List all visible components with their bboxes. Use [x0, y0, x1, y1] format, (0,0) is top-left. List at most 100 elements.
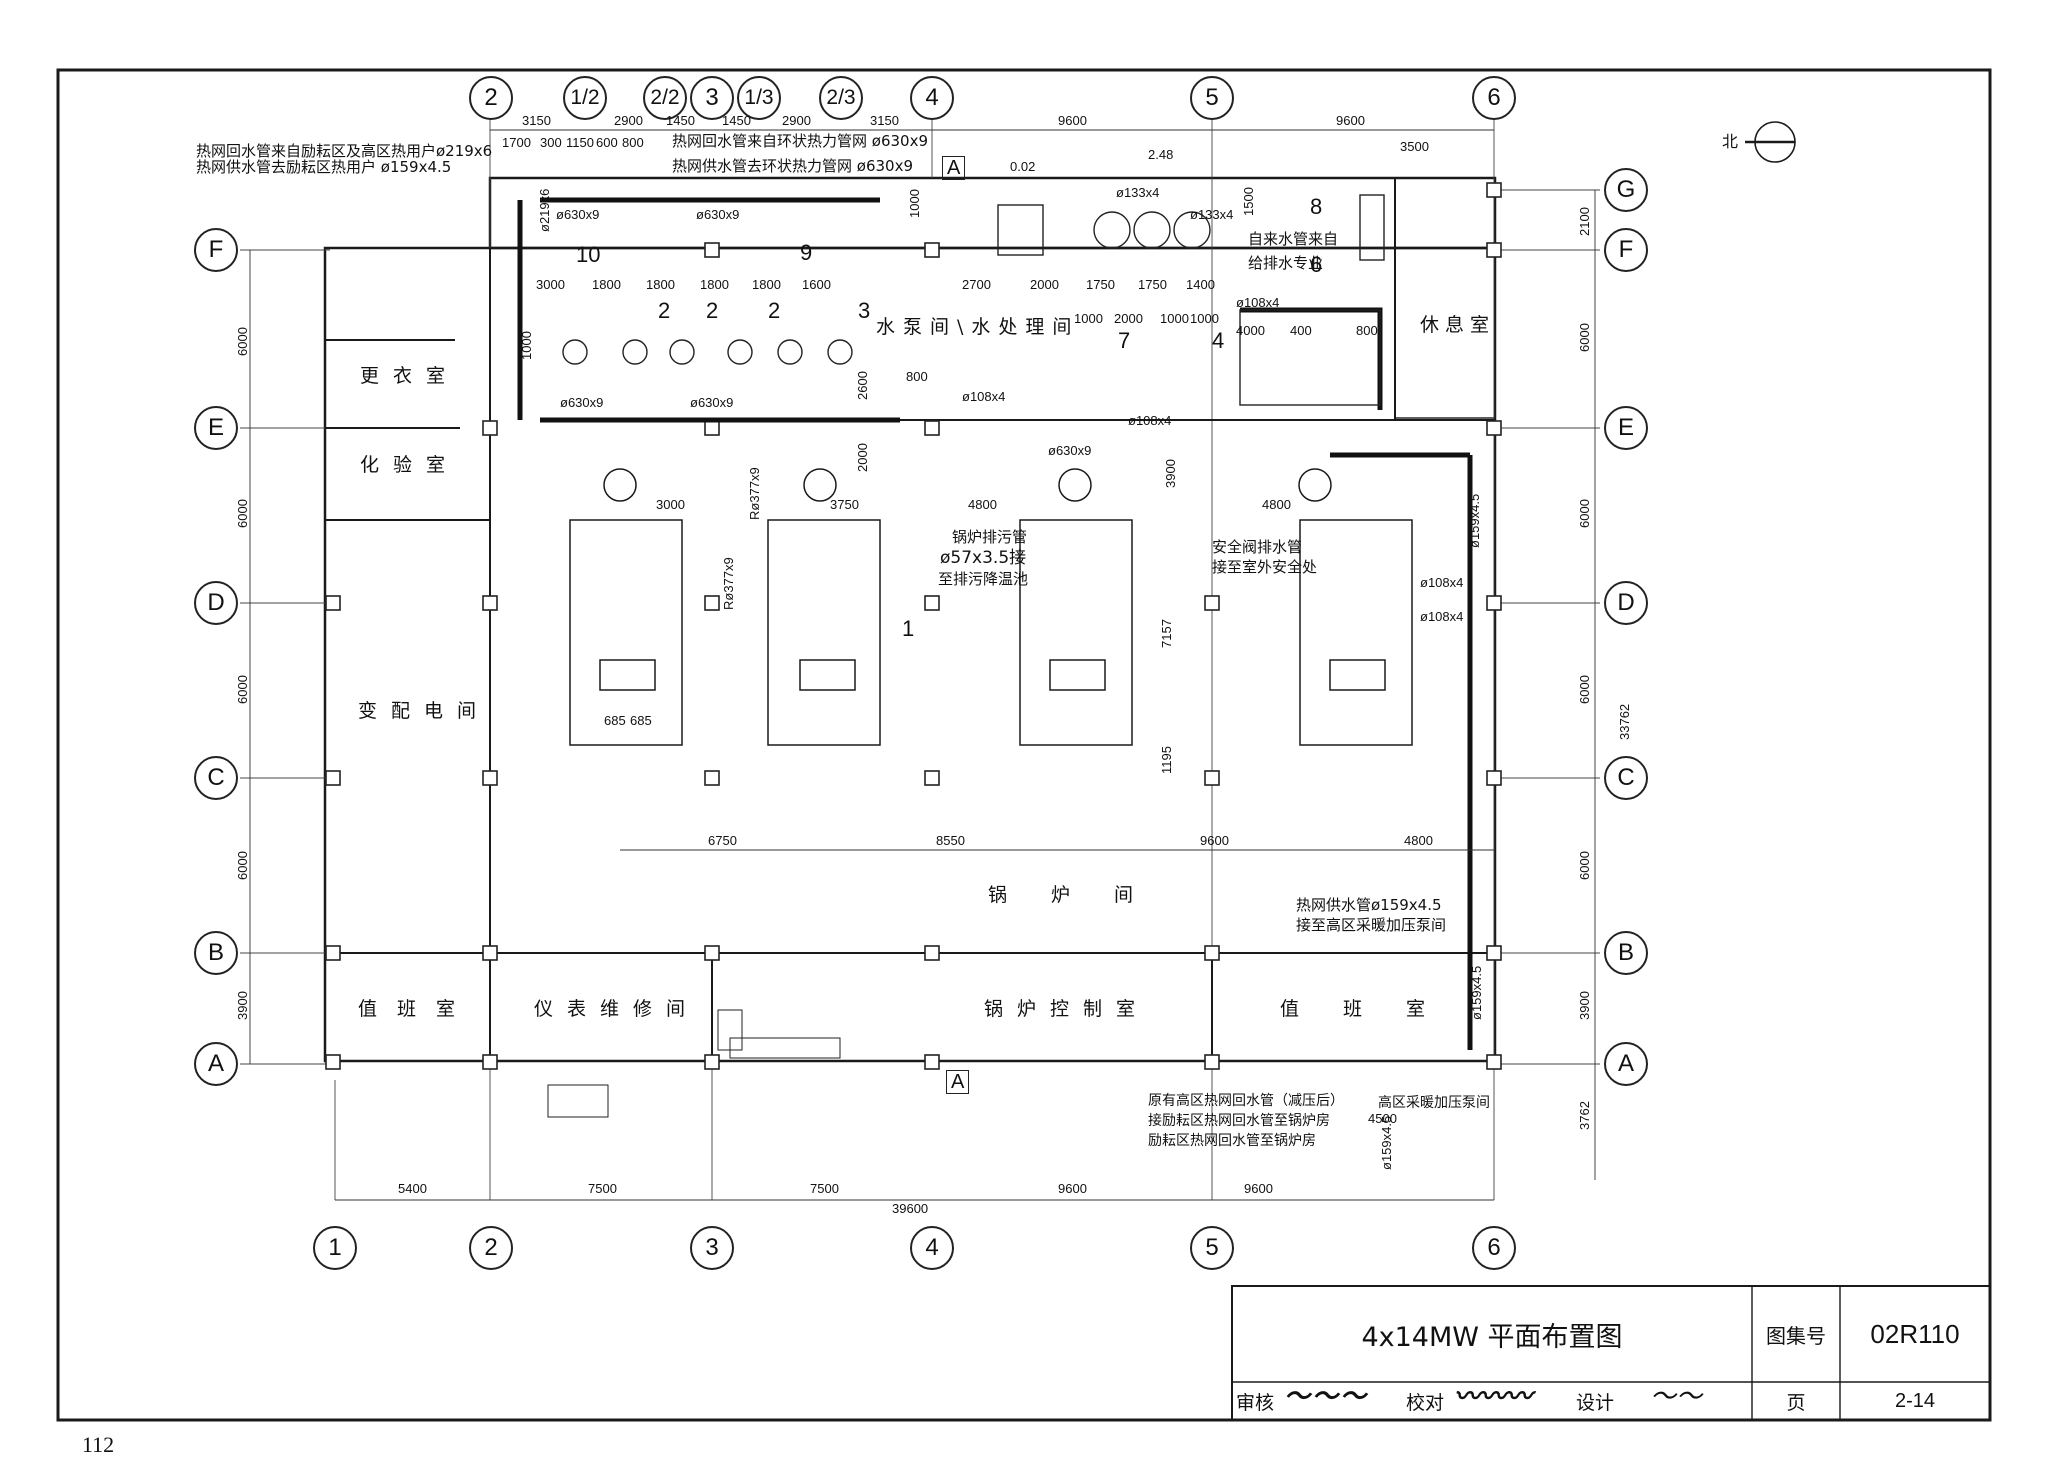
- pipe-label-108-b: ø108x4: [1236, 295, 1280, 310]
- dim-bottom: 9600: [1244, 1181, 1273, 1196]
- axis-col-bottom-1: 1: [313, 1226, 357, 1270]
- sheet-border: [56, 68, 1992, 1422]
- axis-col-top-2-2: 2/2: [643, 76, 687, 120]
- elevation-1: 0.02: [1010, 159, 1036, 174]
- dim-left: 6000: [235, 499, 250, 528]
- design-signature: 〜〜: [1650, 1382, 1703, 1412]
- pipe-label-133-a: ø133x4: [1116, 185, 1160, 200]
- dim-misc: 2600: [855, 371, 870, 400]
- axis-row-left-E: E: [194, 406, 238, 450]
- dim-misc: 1195: [1159, 746, 1174, 774]
- dim-top: 2900: [782, 113, 811, 128]
- note-safety-2: 接至室外安全处: [1212, 558, 1318, 576]
- dim-left: 3900: [235, 991, 250, 1020]
- dim-pump: 1800: [646, 277, 675, 292]
- axis-row-left-A: A: [194, 1042, 238, 1086]
- boiler-1: [569, 519, 683, 746]
- axis-row-right-B: B: [1604, 931, 1648, 975]
- note-old-return-3: 励耘区热网回水管至锅炉房: [1148, 1133, 1316, 1149]
- note-supply-high-2: 接至高区采暖加压泵间: [1296, 916, 1447, 934]
- room-duty-left: 值班室: [358, 998, 476, 1020]
- note-tap-water-2: 给排水专业: [1248, 254, 1324, 272]
- axis-row-right-D: D: [1604, 581, 1648, 625]
- note-safety-1: 安全阀排水管: [1212, 538, 1303, 556]
- dim-top: 9600: [1336, 113, 1365, 128]
- dim-right: 2100: [1577, 207, 1592, 236]
- equipment-no-8: 8: [1310, 194, 1323, 219]
- axis-col-top-5: 5: [1190, 76, 1234, 120]
- dim-top2: 800: [622, 135, 644, 150]
- axis-col-bottom-5: 5: [1190, 1226, 1234, 1270]
- dim-pump: 3000: [536, 277, 565, 292]
- dim-top: 3150: [870, 113, 899, 128]
- dim-pump: 1600: [802, 277, 831, 292]
- atlas-number: 02R110: [1870, 1318, 1960, 1349]
- dim-top2: 1700: [502, 135, 531, 150]
- room-changing: 更衣室: [360, 365, 460, 387]
- axis-col-top-1-2: 1/2: [563, 76, 607, 120]
- dim-top: 3150: [522, 113, 551, 128]
- equipment-no-1: 1: [902, 616, 915, 641]
- dim-pump: 1800: [592, 277, 621, 292]
- dim-pump: 1800: [700, 277, 729, 292]
- dim-right: 6000: [1577, 675, 1592, 704]
- axis-col-top-1-3: 1/3: [737, 76, 781, 120]
- dim-right: 3900: [1577, 991, 1592, 1020]
- pipe-label-630-d: ø630x9: [690, 395, 734, 410]
- dim-boiler: 3750: [830, 497, 859, 512]
- axis-col-top-4: 4: [910, 76, 954, 120]
- dim-boiler-bottom: 9600: [1200, 833, 1229, 848]
- axis-row-left-D: D: [194, 581, 238, 625]
- note-blowdown-3: 至排污降温池: [938, 570, 1029, 588]
- dim-wt2: 2000: [1114, 311, 1143, 326]
- room-rest: 休息室: [1420, 314, 1496, 336]
- dim-boiler: 4800: [968, 497, 997, 512]
- dim-top: 2900: [614, 113, 643, 128]
- pipe-label-108-a: ø108x4: [962, 389, 1006, 404]
- note-old-return-1: 原有高区热网回水管（减压后）: [1148, 1093, 1344, 1109]
- note-supply-ring: 热网供水管去环状热力管网 ø630x9: [672, 157, 913, 175]
- pipe-label-630-c: ø630x9: [560, 395, 604, 410]
- dim-bottom: 7500: [810, 1181, 839, 1196]
- pipe-label-108-e: ø108x4: [1420, 609, 1464, 624]
- equipment-no-6: 6: [1310, 252, 1323, 277]
- check-label: 校对: [1405, 1391, 1444, 1414]
- dim-top2: 300: [540, 135, 562, 150]
- pipe-label-219: ø219x6: [537, 188, 552, 232]
- equipment-no-2a: 2: [658, 298, 671, 323]
- dim-wt: 1750: [1086, 277, 1115, 292]
- check-signature: 〰〰〰: [1454, 1382, 1533, 1412]
- dim-misc: 1500: [1241, 187, 1256, 216]
- dim-misc: 800: [906, 369, 928, 384]
- dim-misc: 3900: [1163, 459, 1178, 488]
- dim-wt: 1400: [1186, 277, 1215, 292]
- dim-boiler-bottom: 4800: [1404, 833, 1433, 848]
- room-high-zone-pump: 高区采暖加压泵间: [1378, 1095, 1490, 1111]
- dim-right-total: 33762: [1617, 703, 1632, 740]
- dim-top: 1450: [666, 113, 695, 128]
- drawing-title: 4x14MW 平面布置图: [1361, 1321, 1623, 1353]
- equipment-no-7: 7: [1118, 328, 1131, 353]
- pipe-label-108-d: ø108x4: [1420, 575, 1464, 590]
- room-duty-right: 值班室: [1280, 998, 1470, 1020]
- dim-top2: 1150: [566, 135, 594, 150]
- dim-left: 6000: [235, 327, 250, 356]
- dim-bottom-total: 39600: [892, 1201, 929, 1216]
- note-tap-water-1: 自来水管来自: [1248, 230, 1339, 248]
- axis-col-bottom-6: 6: [1472, 1226, 1516, 1270]
- pipe-label-377-b: Rø377x9: [747, 467, 762, 520]
- dim-wt: 2700: [962, 277, 991, 292]
- note-old-return-2: 接励耘区热网回水管至锅炉房: [1148, 1113, 1330, 1129]
- dim-misc: 1000: [907, 189, 922, 218]
- dim-misc: 685: [604, 713, 626, 728]
- design-label: 设计: [1575, 1391, 1614, 1414]
- dim-top: 9600: [1058, 113, 1087, 128]
- axis-col-bottom-4: 4: [910, 1226, 954, 1270]
- dim-boiler-bottom: 6750: [708, 833, 737, 848]
- dim-pump: 1800: [752, 277, 781, 292]
- dim-top: 1450: [722, 113, 751, 128]
- axis-row-right-F: F: [1604, 228, 1648, 272]
- dim-top2: 3500: [1400, 139, 1429, 154]
- elevation-2: 2.48: [1148, 147, 1174, 162]
